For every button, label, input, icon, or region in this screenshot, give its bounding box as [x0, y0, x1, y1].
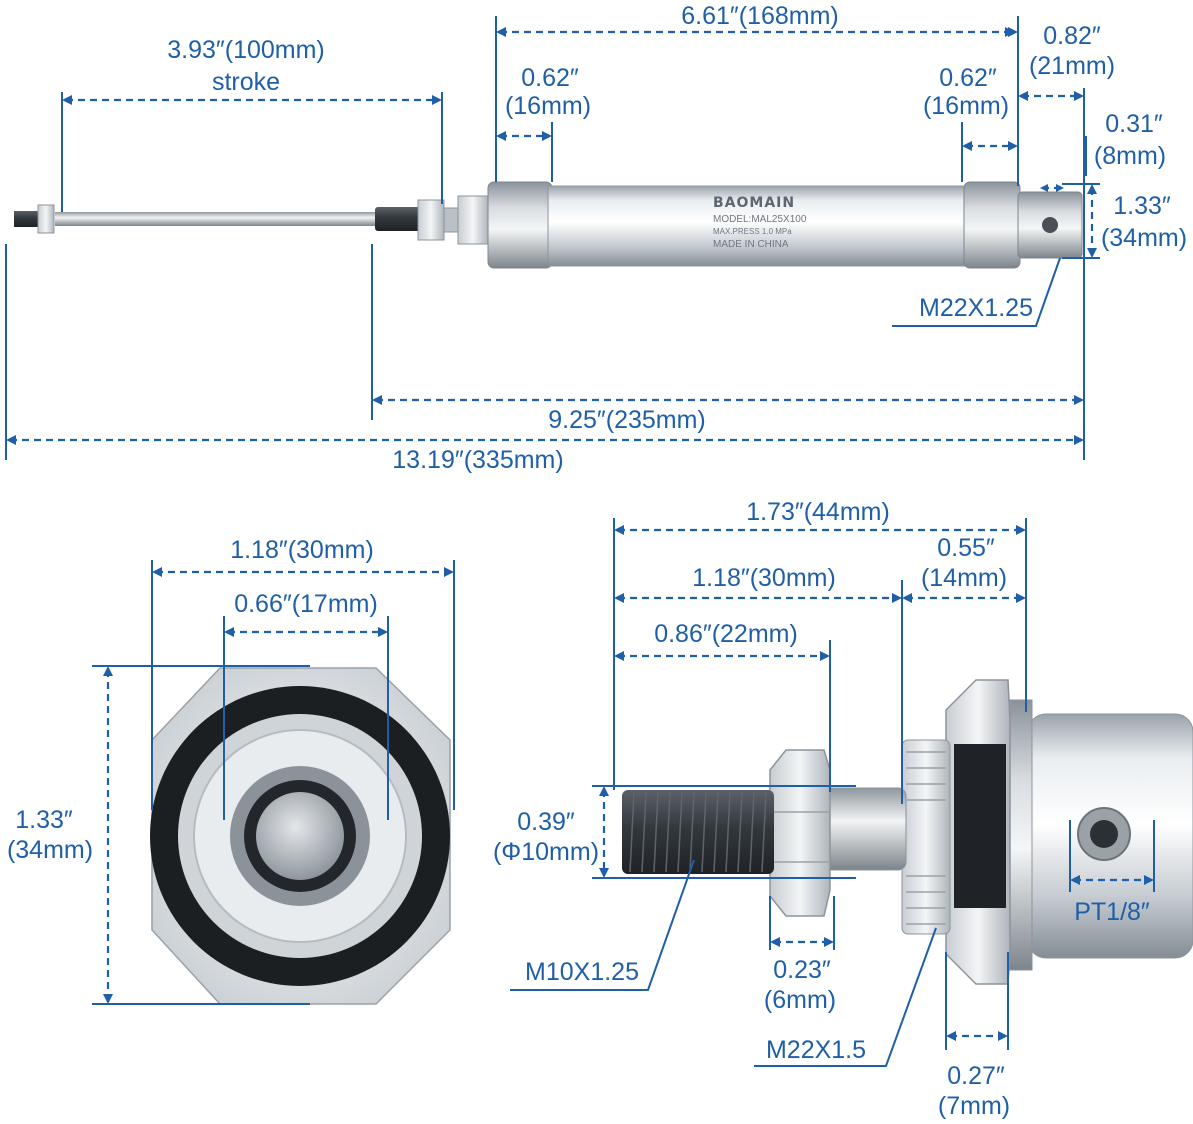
air-port-hole — [1090, 820, 1118, 848]
rod-thread — [375, 207, 423, 231]
front-length-label: 1.73″(44mm) — [746, 498, 890, 526]
front-height-label: 1.33″ — [15, 806, 73, 834]
clevis-length-mm-label: (21mm) — [1029, 52, 1115, 80]
detail-boss-threads — [906, 751, 946, 925]
pin-hole-mm-label: (8mm) — [1094, 142, 1166, 170]
piston-rod — [55, 212, 385, 226]
gland-label: 0.55″ — [937, 534, 995, 562]
detail-rod-thread — [622, 790, 774, 874]
cylinder-side-view: BAOMAIN MODEL:MAL25X100 MAX.PRESS 1.0 MP… — [14, 181, 1083, 269]
mounting-nut — [457, 195, 489, 245]
hex-width-label: 1.18″(30mm) — [230, 536, 374, 564]
nut-thickness-mm-label: (6mm) — [764, 986, 836, 1014]
rear-cap-mm-label: (16mm) — [923, 92, 1009, 120]
front-cap-label: 0.62″ — [521, 64, 579, 92]
detail-view-dimensions: 1.73″(44mm) 1.18″(30mm) 0.55″ (14mm) 0.8… — [493, 498, 1155, 1120]
pressure-label: MAX.PRESS 1.0 MPa — [713, 227, 792, 236]
nut-thickness-label: 0.23″ — [773, 956, 831, 984]
body-diameter-label: 1.33″ — [1113, 192, 1171, 220]
front-height-mm-label: (34mm) — [7, 836, 93, 864]
rod-diameter-mm-label: (Φ10mm) — [493, 838, 599, 866]
rod-tip-nut — [37, 204, 55, 234]
side-view-dimensions: 6.61″(168mm) 3.93″(100mm) stroke 0.62″ (… — [5, 2, 1187, 474]
cylinder-barrel — [547, 185, 969, 267]
total-length-label: 13.19″(335mm) — [392, 446, 563, 474]
rod-seal — [443, 207, 459, 233]
rod-end-detail-view — [622, 679, 1193, 985]
detail-mount-nut-face — [954, 744, 1006, 908]
rear-cap-label: 0.62″ — [939, 64, 997, 92]
pin-hole-label: 0.31″ — [1105, 110, 1163, 138]
model-label: MODEL:MAL25X100 — [713, 214, 807, 225]
origin-label: MADE IN CHINA — [713, 239, 789, 250]
stroke-label: stroke — [212, 68, 280, 96]
clevis-pin-hole — [1042, 217, 1058, 233]
port-label: PT1/8″ — [1074, 898, 1150, 926]
clevis-length-label: 0.82″ — [1043, 22, 1101, 50]
gland-mm-label: (14mm) — [921, 564, 1007, 592]
mount-nut-mm-label: (7mm) — [938, 1092, 1010, 1120]
body-diameter-mm-label: (34mm) — [1101, 224, 1187, 252]
front-rod-end — [256, 792, 344, 880]
front-end-cap — [487, 181, 553, 269]
front-cap-mm-label: (16mm) — [505, 92, 591, 120]
brand-label: BAOMAIN — [713, 195, 795, 211]
mount-thread-label: M22X1.5 — [766, 1036, 866, 1064]
thread-length-label: 0.86″(22mm) — [654, 620, 798, 648]
rear-end-cap — [963, 181, 1021, 269]
detail-rod-thread-lines — [629, 791, 767, 873]
rod-diameter-label: 0.39″ — [517, 808, 575, 836]
detail-threaded-boss — [901, 739, 951, 935]
mount-nut-label: 0.27″ — [947, 1062, 1005, 1090]
cylinder-front-view — [150, 667, 451, 1005]
detail-rod — [819, 787, 907, 871]
detail-rod-nut — [769, 749, 831, 917]
body-length-label: 6.61″(168mm) — [681, 2, 839, 30]
rod-nut — [417, 199, 445, 241]
rod-thread-label: M10X1.25 — [525, 958, 639, 986]
front-view-dimensions: 1.18″(30mm) 0.66″(17mm) 1.33″ (34mm) — [7, 536, 455, 1005]
rear-thread-label: M22X1.25 — [919, 294, 1033, 322]
rod-nut-width-label: 0.66″(17mm) — [234, 590, 378, 618]
retracted-length-label: 9.25″(235mm) — [548, 406, 706, 434]
nut-to-rod-label: 1.18″(30mm) — [692, 564, 836, 592]
stroke-value-label: 3.93″(100mm) — [167, 36, 325, 64]
rod-tip-thread — [14, 211, 40, 227]
